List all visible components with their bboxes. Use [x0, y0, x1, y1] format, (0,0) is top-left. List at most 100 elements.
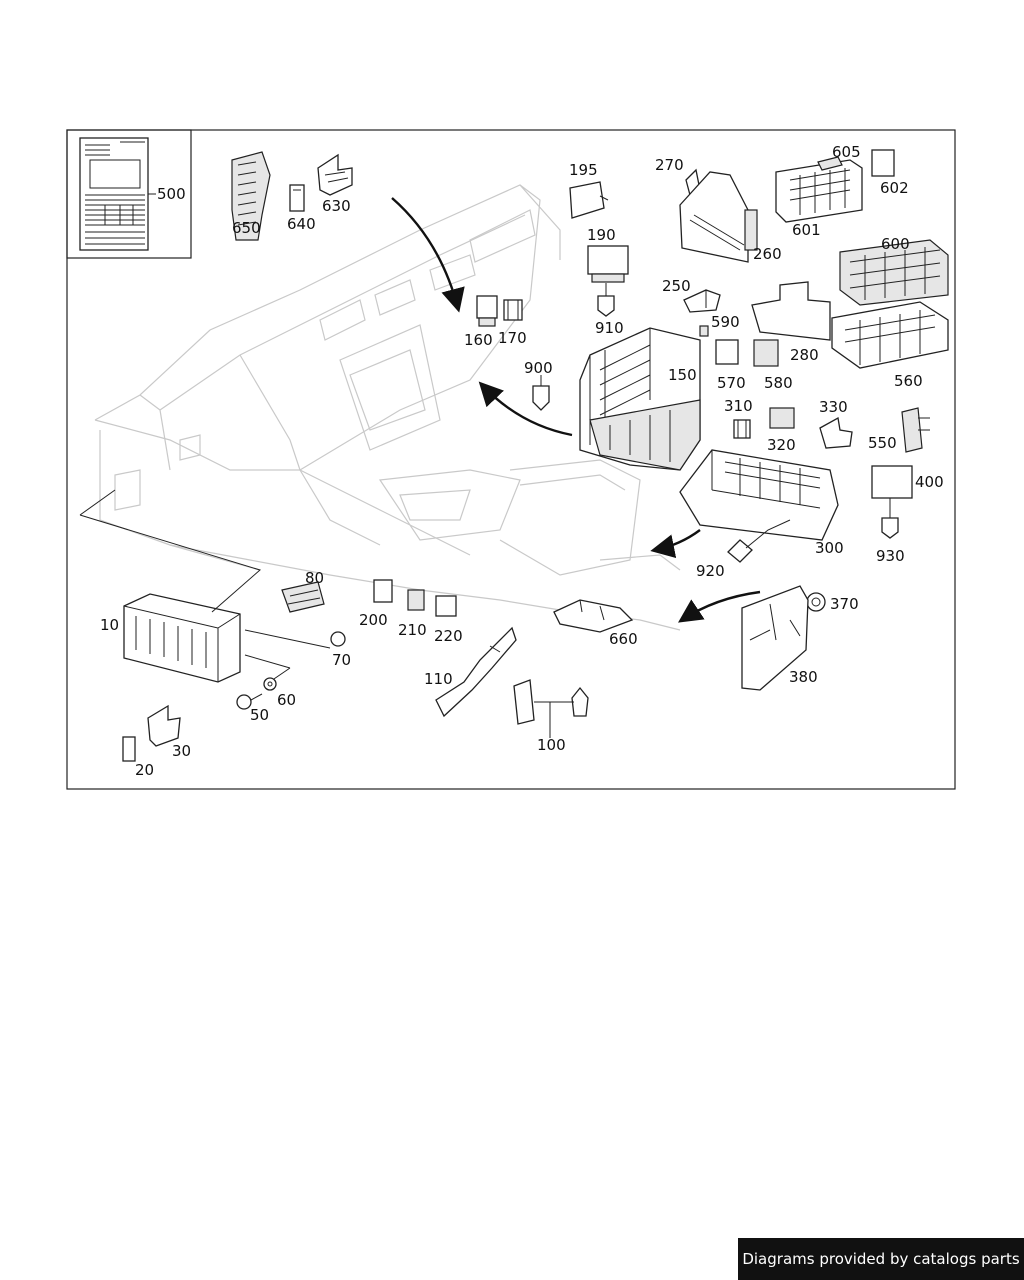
callout-160: 160: [464, 331, 493, 349]
part-195-bracket: [569, 181, 609, 219]
callout-380: 380: [789, 668, 818, 686]
callout-640: 640: [287, 215, 316, 233]
callout-600: 600: [881, 235, 910, 253]
callout-100: 100: [537, 736, 566, 754]
callout-605: 605: [832, 143, 861, 161]
callout-900: 900: [524, 359, 553, 377]
part-110-bracket: [435, 626, 517, 718]
part-170-fuse: [503, 299, 523, 321]
callout-370: 370: [830, 595, 859, 613]
arrow-to-plate: [678, 590, 761, 623]
callout-602: 602: [880, 179, 909, 197]
part-930-holder: [881, 498, 899, 539]
part-910-holder: [597, 283, 615, 317]
callout-60: 60: [277, 691, 296, 709]
part-602-relay: [871, 149, 895, 177]
part-100-clips: [513, 679, 589, 738]
part-380-mount-plate: [741, 585, 809, 691]
callout-80: 80: [305, 569, 324, 587]
callout-20: 20: [135, 761, 154, 779]
part-30-clip: [147, 704, 181, 747]
part-160-relay: [476, 295, 498, 327]
callout-30: 30: [172, 742, 191, 760]
part-500-label-sheet: [79, 137, 156, 251]
part-260-plate: [679, 171, 758, 263]
part-560-fuse-box: [831, 301, 949, 369]
part-310-fuse: [733, 419, 751, 439]
part-580-relay: [753, 339, 779, 367]
part-150-fuse-box: [579, 327, 701, 471]
part-605-clip: [817, 156, 843, 171]
part-80-connector: [281, 581, 325, 613]
callout-195: 195: [569, 161, 598, 179]
callout-590: 590: [711, 313, 740, 331]
callout-560: 560: [894, 372, 923, 390]
part-550-module: [901, 407, 930, 453]
credit-banner[interactable]: Diagrams provided by catalogs parts: [738, 1238, 1024, 1280]
callout-500: 500: [157, 185, 186, 203]
callout-400: 400: [915, 473, 944, 491]
callout-170: 170: [498, 329, 527, 347]
part-70-nut: [330, 631, 346, 647]
part-400-relay: [871, 465, 913, 499]
callout-200: 200: [359, 611, 388, 629]
callout-660: 660: [609, 630, 638, 648]
callout-10: 10: [100, 616, 119, 634]
callout-70: 70: [332, 651, 351, 669]
callout-250: 250: [662, 277, 691, 295]
callout-110: 110: [424, 670, 453, 688]
part-200-relay: [373, 579, 393, 603]
callout-260: 260: [753, 245, 782, 263]
part-630-clip: [317, 153, 353, 196]
part-220-relay: [435, 595, 457, 617]
callout-930: 930: [876, 547, 905, 565]
part-20-fuse: [122, 736, 136, 762]
part-280-bracket-plate: [751, 281, 831, 341]
part-370-nut: [806, 592, 826, 612]
callout-320: 320: [767, 436, 796, 454]
arrow-to-floor: [650, 529, 701, 558]
callout-601: 601: [792, 221, 821, 239]
arrow-to-console: [478, 381, 573, 437]
part-330-clip: [819, 416, 853, 449]
callout-270: 270: [655, 156, 684, 174]
part-320-relay: [769, 407, 795, 429]
part-300-sam-module: [679, 449, 839, 541]
part-210-relay: [407, 589, 425, 611]
part-590-fuse: [699, 325, 709, 337]
arrow-to-dashboard: [391, 197, 465, 313]
callout-630: 630: [322, 197, 351, 215]
part-570-relay: [715, 339, 739, 365]
part-250-bracket: [683, 289, 721, 313]
callout-280: 280: [790, 346, 819, 364]
part-190-relay: [587, 245, 629, 283]
callout-50: 50: [250, 706, 269, 724]
callout-210: 210: [398, 621, 427, 639]
part-60-washer: [263, 677, 277, 691]
callout-580: 580: [764, 374, 793, 392]
callout-150: 150: [668, 366, 697, 384]
callout-310: 310: [724, 397, 753, 415]
leader-lines: [79, 489, 331, 684]
credit-text: Diagrams provided by catalogs parts: [742, 1250, 1020, 1268]
part-650-connector-block: [231, 151, 271, 241]
diagram-border: [66, 129, 956, 790]
part-600-fuse-box: [839, 239, 949, 306]
inset-box: [66, 129, 192, 259]
callout-220: 220: [434, 627, 463, 645]
part-900-holder: [532, 375, 550, 411]
part-640-fuse: [289, 184, 305, 212]
part-50-screw: [236, 693, 263, 710]
callout-550: 550: [868, 434, 897, 452]
callout-910: 910: [595, 319, 624, 337]
callout-570: 570: [717, 374, 746, 392]
callout-650: 650: [232, 219, 261, 237]
callout-300: 300: [815, 539, 844, 557]
callout-330: 330: [819, 398, 848, 416]
callout-920: 920: [696, 562, 725, 580]
part-920-pad: [727, 519, 791, 563]
part-660-bracket: [553, 599, 634, 633]
part-601-relay-carrier: [775, 159, 863, 223]
part-10-fuse-block: [123, 593, 241, 683]
